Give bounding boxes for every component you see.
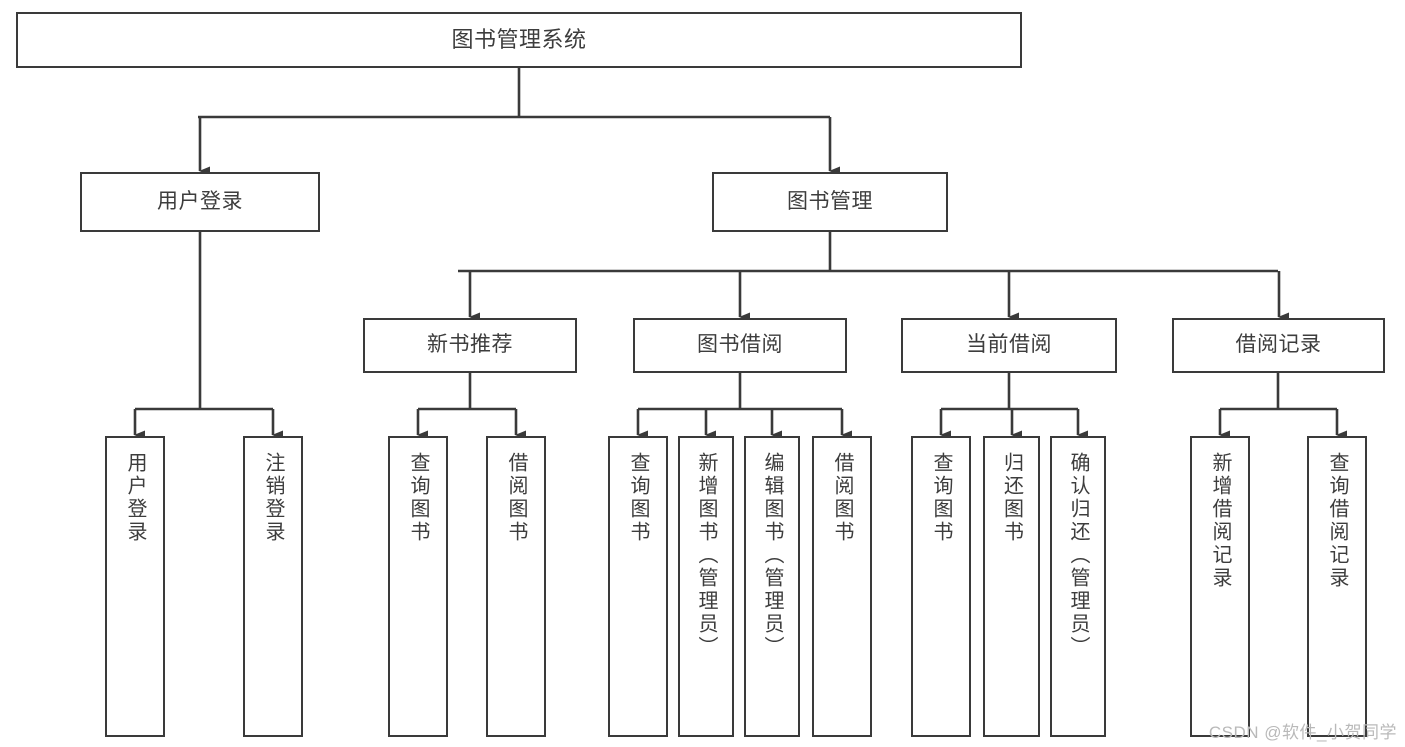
node-label: 借阅图书	[831, 452, 853, 544]
node-label: 借阅图书	[505, 452, 527, 544]
node-leaf-2[interactable]: 查询图书	[388, 436, 448, 737]
node-l2-2[interactable]: 当前借阅	[901, 318, 1117, 373]
node-root[interactable]: 图书管理系统	[16, 12, 1022, 68]
node-label: 确认归还（管理员）	[1067, 452, 1089, 659]
node-label: 新增图书（管理员）	[695, 452, 717, 659]
node-label: 编辑图书（管理员）	[761, 452, 783, 659]
node-label: 查询图书	[407, 452, 429, 544]
node-label: 查询图书	[627, 452, 649, 544]
node-label: 新增借阅记录	[1209, 452, 1231, 590]
node-label: 归还图书	[1000, 452, 1023, 544]
watermark-text: CSDN @软件_小贺同学	[1208, 723, 1397, 742]
node-l1-0[interactable]: 用户登录	[80, 172, 320, 232]
node-l2-0[interactable]: 新书推荐	[363, 318, 577, 373]
node-label: 借阅记录	[1235, 333, 1322, 357]
node-label: 查询借阅记录	[1326, 452, 1348, 590]
node-label: 当前借阅	[966, 333, 1052, 357]
node-leaf-5[interactable]: 新增图书（管理员）	[678, 436, 734, 737]
node-label: 查询图书	[930, 452, 952, 544]
node-leaf-8[interactable]: 查询图书	[911, 436, 971, 737]
node-label: 图书借阅	[697, 333, 783, 357]
node-label: 用户登录	[124, 452, 146, 544]
node-label: 用户登录	[157, 189, 243, 213]
node-leaf-9[interactable]: 归还图书	[983, 436, 1040, 737]
node-leaf-10[interactable]: 确认归还（管理员）	[1050, 436, 1106, 737]
node-label: 图书管理	[787, 189, 873, 213]
node-leaf-4[interactable]: 查询图书	[608, 436, 668, 737]
node-l1-1[interactable]: 图书管理	[712, 172, 948, 232]
node-leaf-3[interactable]: 借阅图书	[486, 436, 546, 737]
node-leaf-11[interactable]: 新增借阅记录	[1190, 436, 1250, 737]
node-leaf-6[interactable]: 编辑图书（管理员）	[744, 436, 800, 737]
node-leaf-1[interactable]: 注销登录	[243, 436, 303, 737]
node-label: 新书推荐	[427, 333, 513, 357]
node-leaf-12[interactable]: 查询借阅记录	[1307, 436, 1367, 737]
node-label: 注销登录	[262, 452, 284, 544]
node-l2-3[interactable]: 借阅记录	[1172, 318, 1385, 373]
node-leaf-0[interactable]: 用户登录	[105, 436, 165, 737]
node-l2-1[interactable]: 图书借阅	[633, 318, 847, 373]
node-label: 图书管理系统	[451, 27, 587, 53]
node-leaf-7[interactable]: 借阅图书	[812, 436, 872, 737]
